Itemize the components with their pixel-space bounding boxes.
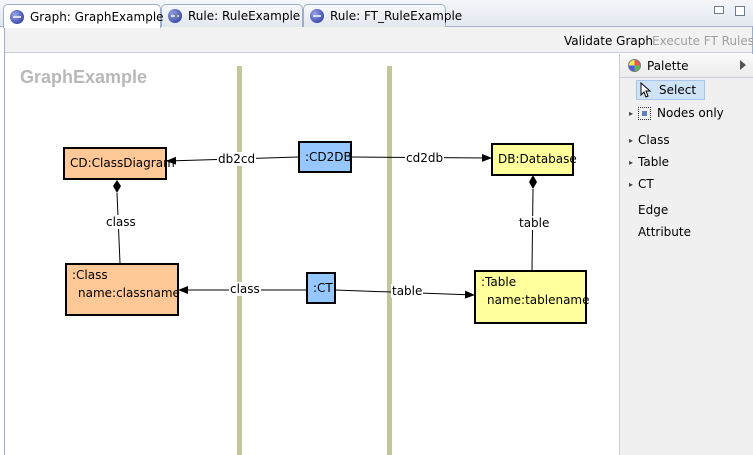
palette-title: Palette: [647, 58, 689, 73]
maximize-icon[interactable]: [735, 6, 745, 16]
pointer-icon: [640, 82, 652, 98]
graph-title: GraphExample: [20, 67, 148, 87]
node-attribute: name:tablename: [487, 293, 590, 307]
tab-rule-example[interactable]: Rule: RuleExample: [161, 4, 303, 27]
node-attribute: name:classname: [78, 286, 180, 300]
palette-item-attribute[interactable]: Attribute: [620, 222, 753, 242]
palette-item-label: CT: [638, 177, 654, 191]
node-classdiagram[interactable]: CD:ClassDiagram: [63, 147, 175, 180]
node-label: CD:ClassDiagram: [70, 156, 175, 170]
tab-label: Graph: GraphExample: [30, 9, 164, 24]
palette-panel: Palette Select ▸ Nodes only ▸ Class ▸ Ta…: [619, 54, 753, 455]
palette-item-ct[interactable]: ▸ CT: [620, 174, 753, 194]
node-cd2db[interactable]: :CD2DB: [298, 141, 352, 173]
graph-editor-icon: [10, 9, 24, 24]
edge-label-cd2db: cd2db: [405, 151, 445, 165]
edge-label-class: class: [105, 215, 137, 229]
palette-item-class[interactable]: ▸ Class: [620, 130, 753, 150]
domain-divider-left: [237, 66, 242, 455]
node-table[interactable]: :Table name:tablename: [474, 270, 590, 324]
graph-editor: Validate Graph Execute FT Rules GraphExa…: [4, 27, 753, 455]
node-ct[interactable]: :CT: [306, 272, 336, 304]
rule-editor-icon: [310, 9, 324, 23]
edge-label-ct-table: table: [391, 284, 424, 298]
tab-label: Rule: FT_RuleExample: [330, 9, 463, 23]
validate-graph-button[interactable]: Validate Graph: [564, 34, 653, 48]
domain-divider-right: [387, 66, 392, 455]
palette-item-label: Table: [638, 155, 670, 169]
palette-icon: [628, 59, 641, 72]
palette-item-nodes-only[interactable]: ▸ Nodes only: [620, 103, 753, 123]
node-label: :Class: [72, 268, 108, 282]
node-label: :CT: [313, 281, 333, 295]
edge-label-table: table: [518, 216, 551, 230]
palette-item-table[interactable]: ▸ Table: [620, 152, 753, 172]
composition-diamond: [113, 180, 121, 193]
node-label: DB:Database: [498, 152, 577, 166]
palette-item-label: Nodes only: [657, 106, 724, 120]
rule-editor-icon: [168, 9, 182, 23]
expand-caret-icon[interactable]: ▸: [628, 179, 633, 189]
palette-item-select[interactable]: Select: [620, 80, 753, 100]
execute-ft-rules-button[interactable]: Execute FT Rules: [652, 34, 753, 48]
graph-canvas[interactable]: GraphExample db2cd cd2d: [5, 54, 617, 455]
minimize-icon[interactable]: [714, 6, 724, 14]
edge-layer: [113, 153, 537, 299]
palette-item-edge[interactable]: Edge: [620, 200, 753, 220]
expand-caret-icon[interactable]: ▸: [628, 108, 633, 118]
editor-tab-bar: Graph: GraphExample ✕ Rule: RuleExample …: [0, 0, 753, 28]
node-database[interactable]: DB:Database: [491, 143, 577, 176]
close-icon[interactable]: ✕: [171, 10, 181, 23]
node-label: :Table: [481, 275, 517, 289]
composition-diamond: [529, 175, 537, 189]
editor-toolbar: Validate Graph Execute FT Rules: [5, 27, 753, 53]
tab-label: Rule: RuleExample: [188, 9, 301, 23]
node-label: :CD2DB: [305, 150, 352, 164]
expand-caret-icon[interactable]: ▸: [628, 157, 633, 167]
node-class[interactable]: :Class name:classname: [65, 263, 180, 316]
palette-item-label: Class: [638, 133, 670, 147]
palette-header[interactable]: Palette: [620, 54, 753, 78]
tab-ft-rule-example[interactable]: Rule: FT_RuleExample: [303, 4, 462, 27]
palette-item-label: Edge: [638, 203, 669, 217]
tab-graph-example[interactable]: Graph: GraphExample ✕: [3, 4, 181, 28]
palette-item-label: Select: [659, 83, 697, 97]
collapse-arrow-icon[interactable]: [740, 60, 746, 70]
marquee-icon: [638, 106, 651, 120]
edge-label-ct-class: class: [229, 282, 261, 296]
edge-label-db2cd: db2cd: [217, 152, 257, 166]
expand-caret-icon[interactable]: ▸: [628, 135, 633, 145]
palette-item-label: Attribute: [638, 225, 691, 239]
